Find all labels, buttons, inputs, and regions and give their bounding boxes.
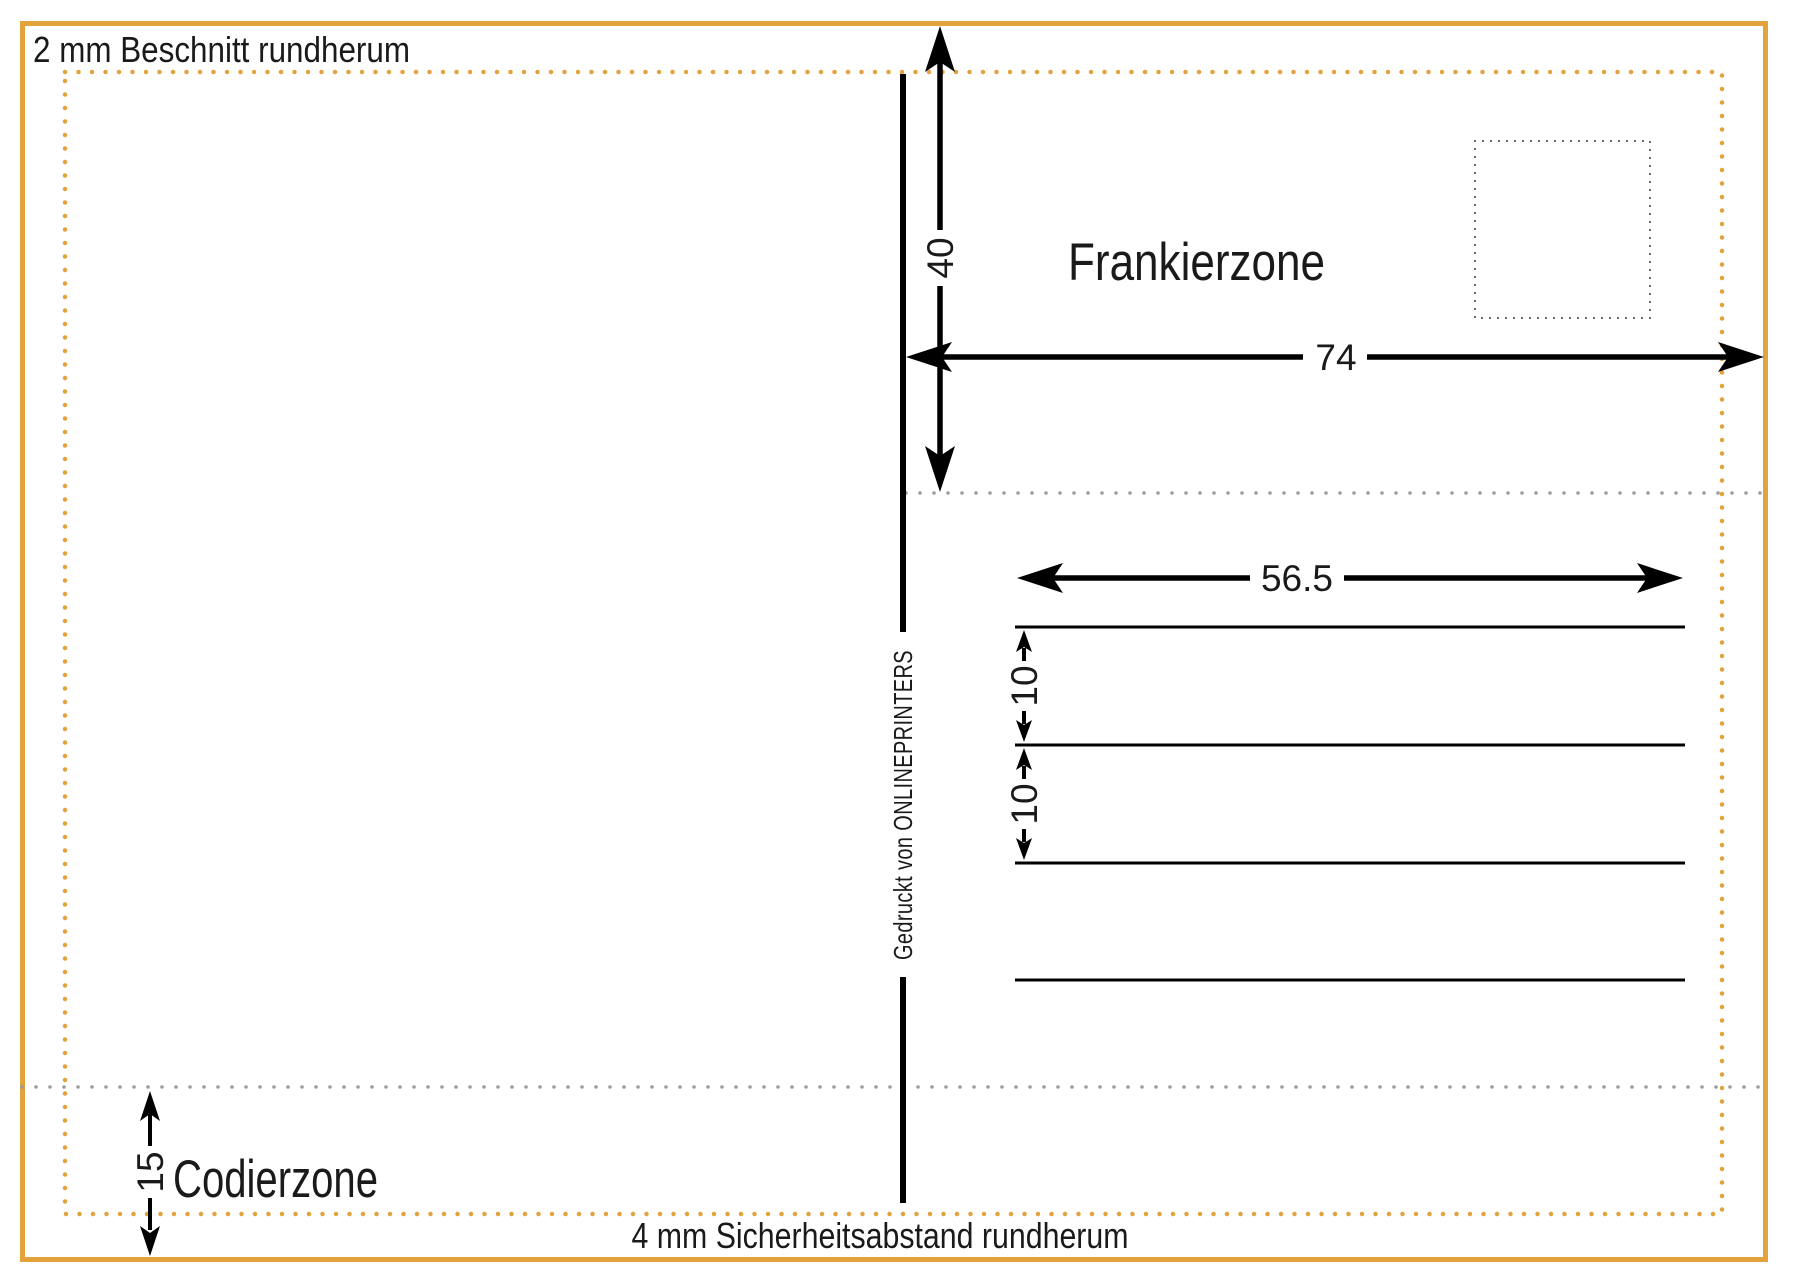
dimension-74: 74 [906, 337, 1764, 378]
dimension-10-lower: 10 [1004, 748, 1045, 860]
dimension-56-5-value: 56.5 [1261, 558, 1333, 599]
dimension-56-5: 56.5 [1017, 558, 1683, 599]
coding-zone-label: Codierzone [173, 1150, 378, 1209]
bleed-border [20, 21, 1768, 1262]
arrow-up-icon [1016, 630, 1032, 652]
safety-note-label: 4 mm Sicherheitsabstand rundherum [632, 1215, 1129, 1256]
dimension-40-value: 40 [920, 237, 961, 278]
arrow-up-icon [1016, 748, 1032, 770]
arrow-up-icon [140, 1091, 160, 1121]
dimension-74-value: 74 [1315, 337, 1356, 378]
printer-credit-text: Gedruckt von ONLINEPRINTERS [888, 650, 918, 960]
bleed-note-label: 2 mm Beschnitt rundherum [33, 29, 410, 70]
arrow-right-icon [1718, 342, 1764, 372]
arrow-down-icon [1016, 838, 1032, 860]
dimension-10-upper-value: 10 [1004, 665, 1045, 706]
arrow-down-icon [140, 1226, 160, 1256]
arrow-down-icon [925, 446, 955, 492]
dimension-15-value: 15 [130, 1151, 171, 1192]
arrow-down-icon [1016, 720, 1032, 742]
franking-zone-label: Frankierzone [1068, 233, 1325, 292]
dimension-40: 40 [920, 26, 961, 492]
arrow-right-icon [1637, 563, 1683, 593]
stamp-box [1474, 140, 1651, 319]
dimension-15: 15 [130, 1091, 171, 1256]
safety-margin-border [62, 69, 1725, 1217]
dimension-10-lower-value: 10 [1004, 783, 1045, 824]
dimension-10-upper: 10 [1004, 630, 1045, 742]
